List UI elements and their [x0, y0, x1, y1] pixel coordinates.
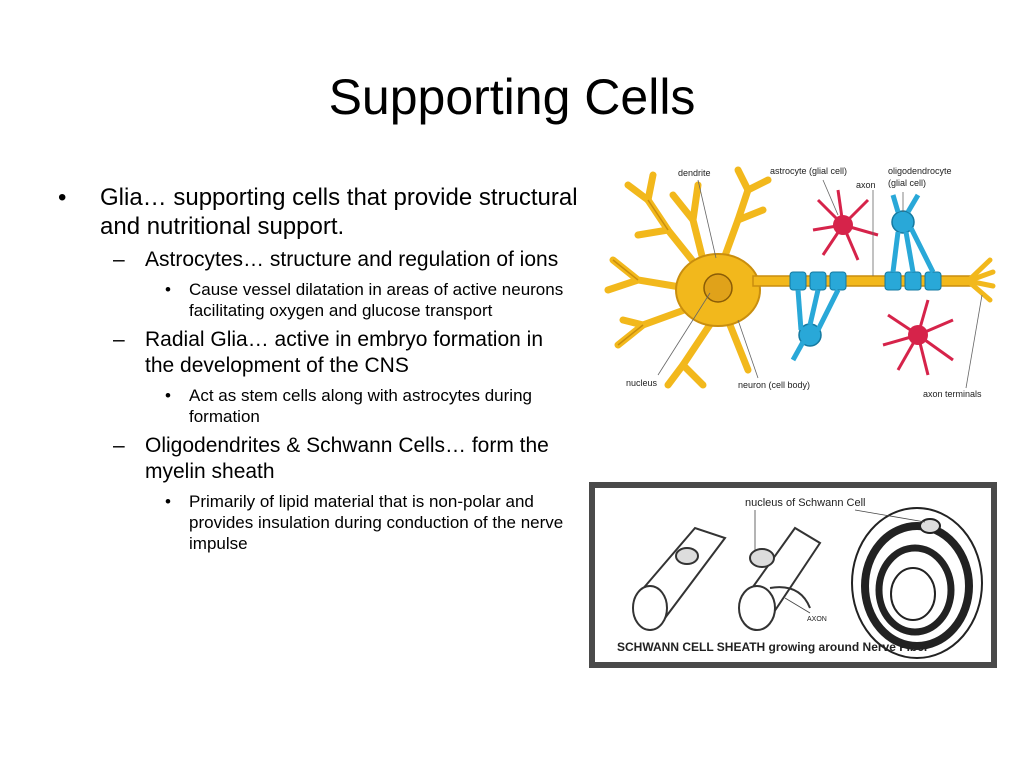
bullet-marker: • — [165, 386, 171, 405]
bullet-marker: • — [58, 184, 67, 211]
label-neuron: neuron (cell body) — [738, 380, 810, 390]
bullet-text: Astrocytes… structure and regulation of … — [145, 248, 559, 271]
schwann-sheath-stage-2 — [738, 526, 822, 631]
bullet-item: • Primarily of lipid material that is no… — [58, 491, 578, 554]
bullet-text: Oligodendrites & Schwann Cells… form the… — [145, 434, 549, 483]
bullet-text: Glia… supporting cells that provide stru… — [100, 184, 578, 240]
label-nucleus: nucleus — [626, 378, 658, 388]
bullet-text: Act as stem cells along with astrocytes … — [189, 386, 532, 426]
schwann-caption: SCHWANN CELL SHEATH growing around Nerve… — [617, 640, 929, 654]
schwann-sheath-stage-3 — [851, 507, 983, 659]
label-schwann-axon: AXON — [807, 616, 827, 623]
bullet-text: Radial Glia… active in embryo formation … — [145, 328, 543, 377]
bullet-item: • Glia… supporting cells that provide st… — [58, 183, 578, 241]
bullet-item: – Astrocytes… structure and regulation o… — [58, 247, 578, 273]
label-dendrite: dendrite — [678, 168, 711, 178]
schwann-cell-figure: nucleus of Schwann Cell AXON SCHWANN CEL… — [589, 482, 997, 668]
label-astrocyte: astrocyte (glial cell) — [770, 166, 847, 176]
bullet-marker: • — [165, 492, 171, 511]
bullet-text: Primarily of lipid material that is non-… — [189, 492, 564, 553]
label-oligodendrocyte-sub: (glial cell) — [888, 178, 926, 188]
oligodendrocyte-shape — [798, 210, 915, 347]
schwann-sheath-stage-1 — [632, 526, 727, 631]
bullet-marker: – — [113, 328, 125, 351]
label-axon-terminals: axon terminals — [923, 389, 982, 399]
bullet-item: – Oligodendrites & Schwann Cells… form t… — [58, 433, 578, 485]
neuron-glia-illustration: dendrite astrocyte (glial cell) axon oli… — [604, 166, 996, 399]
label-oligodendrocyte: oligodendrocyte — [888, 166, 952, 176]
schwann-cell-illustration: nucleus of Schwann Cell AXON SCHWANN CEL… — [617, 497, 983, 659]
label-schwann-nucleus: nucleus of Schwann Cell — [745, 497, 865, 509]
bullet-item: – Radial Glia… active in embryo formatio… — [58, 327, 578, 379]
bullet-item: • Act as stem cells along with astrocyte… — [58, 385, 578, 427]
bullet-item: • Cause vessel dilatation in areas of ac… — [58, 279, 578, 321]
label-axon: axon — [856, 180, 876, 190]
bullet-marker: – — [113, 434, 125, 457]
bullet-marker: • — [165, 280, 171, 299]
axon-terminals-shape — [965, 257, 996, 303]
nucleus-shape — [703, 273, 733, 303]
bullet-marker: – — [113, 248, 125, 271]
slide-title: Supporting Cells — [328, 69, 696, 125]
neuron-glia-figure: dendrite astrocyte (glial cell) axon oli… — [598, 160, 998, 405]
bullet-list: • Glia… supporting cells that provide st… — [58, 183, 578, 554]
bullet-text: Cause vessel dilatation in areas of acti… — [189, 280, 564, 320]
